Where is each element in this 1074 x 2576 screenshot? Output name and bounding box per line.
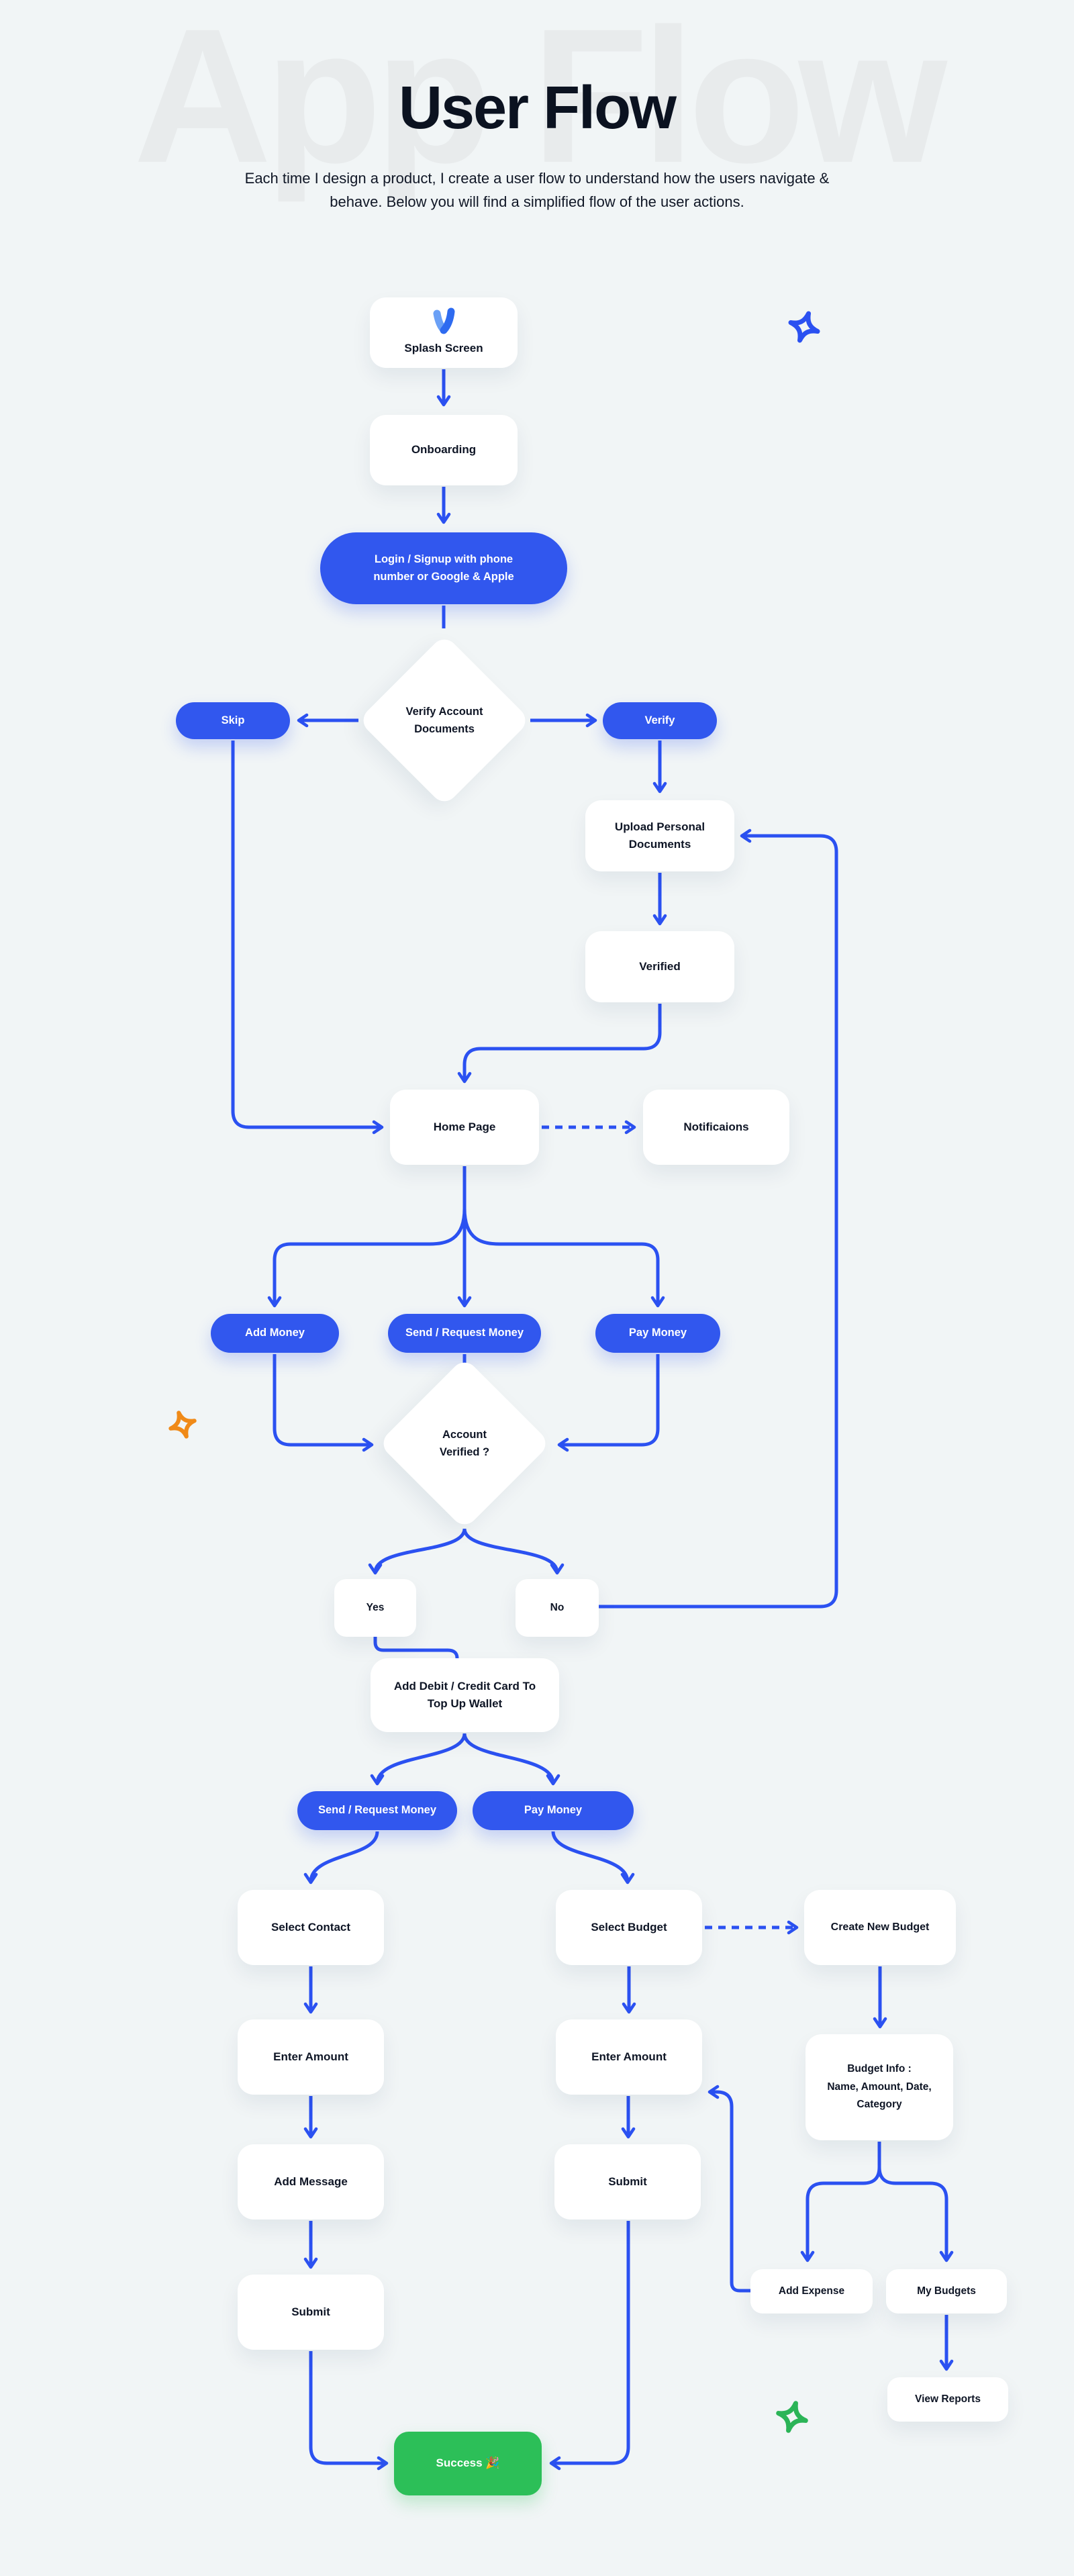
node-label: Account Verified ? — [439, 1428, 490, 1458]
node-submit-pay: Submit — [554, 2144, 701, 2220]
node-label: Submit — [608, 2175, 647, 2188]
node-label: Send / Request Money — [405, 1327, 524, 1339]
node-label: Add Debit / Credit Card To Top Up Wallet — [393, 1679, 536, 1710]
node-label: Create New Budget — [830, 1921, 930, 1933]
node-label: Add Money — [245, 1327, 305, 1339]
connector-no-upload-loop — [599, 828, 838, 1609]
node-label: Add Expense — [778, 2285, 845, 2297]
connector-paymoney2-selectbudget — [551, 1831, 635, 1885]
connector-addexpense-enteramount2-loop — [707, 2085, 750, 2293]
node-skip: Skip — [176, 702, 290, 739]
connector-accountverified-no — [462, 1528, 565, 1575]
node-label: Send / Request Money — [318, 1804, 437, 1817]
node-label: Pay Money — [628, 1327, 687, 1339]
connector-addcard-sendrequest2 — [370, 1733, 467, 1786]
node-onboarding: Onboarding — [370, 415, 518, 485]
node-budget-info: Budget Info : Name, Amount, Date, Catego… — [806, 2034, 953, 2140]
node-add-expense: Add Expense — [750, 2269, 873, 2313]
node-send-request-money: Send / Request Money — [388, 1314, 541, 1353]
node-view-reports: View Reports — [887, 2377, 1008, 2422]
node-select-contact: Select Contact — [238, 1890, 384, 1965]
node-label: Budget Info : Name, Amount, Date, Catego… — [827, 2063, 932, 2111]
node-add-money: Add Money — [211, 1314, 339, 1353]
node-label: Submit — [291, 2305, 330, 2318]
connector-budgetinfo-addexpense — [800, 2142, 881, 2262]
node-label: Select Budget — [591, 1920, 667, 1934]
node-add-message: Add Message — [238, 2144, 384, 2220]
node-home-page: Home Page — [390, 1090, 539, 1165]
node-add-debit-credit-card: Add Debit / Credit Card To Top Up Wallet — [371, 1658, 559, 1732]
node-label: Verify Account Documents — [405, 705, 483, 735]
node-verify-account-documents-decision: Verify Account Documents — [358, 634, 531, 807]
orange-sparkle-icon — [168, 1411, 197, 1439]
node-label: Home Page — [433, 1120, 496, 1133]
blue-sparkle-icon — [788, 311, 820, 343]
page-subtitle: Each time I design a product, I create a… — [244, 170, 830, 210]
node-verified: Verified — [585, 931, 734, 1002]
app-logo-icon — [433, 307, 455, 334]
node-label: My Budgets — [917, 2285, 976, 2297]
node-no: No — [516, 1579, 599, 1637]
connector-yes-addcard — [373, 1637, 459, 1659]
node-account-verified-decision: Account Verified ? — [378, 1357, 551, 1530]
green-sparkle-icon — [776, 2401, 808, 2433]
node-send-request-money-2: Send / Request Money — [297, 1791, 457, 1830]
node-label: View Reports — [915, 2393, 981, 2405]
connector-homepage-addmoney — [267, 1208, 467, 1308]
node-select-budget: Select Budget — [556, 1890, 702, 1965]
connector-homepage-paymoney — [462, 1208, 665, 1308]
node-label: Enter Amount — [273, 2050, 348, 2063]
node-splash-screen: Splash Screen — [370, 297, 518, 368]
node-enter-amount-send: Enter Amount — [238, 2019, 384, 2095]
node-pay-money-2: Pay Money — [473, 1791, 634, 1830]
node-label: Login / Signup with phone number or Goog… — [373, 553, 514, 583]
connector-accountverified-yes — [368, 1528, 467, 1575]
node-label: Splash Screen — [404, 342, 483, 355]
node-label: Select Contact — [271, 1920, 351, 1934]
node-yes: Yes — [334, 1579, 416, 1637]
node-success: Success 🎉 — [394, 2432, 542, 2495]
node-label: Skip — [221, 714, 245, 726]
connector-sendrequest2-selectcontact — [303, 1831, 379, 1885]
connector-budgetinfo-mybudgets — [877, 2166, 954, 2262]
node-label: Verified — [639, 959, 681, 973]
page-title: User Flow — [398, 75, 677, 142]
node-notifications: Notificaions — [643, 1090, 789, 1165]
node-label: Yes — [366, 1601, 385, 1613]
node-label: Verify — [644, 714, 675, 726]
connector-addcard-paymoney2 — [462, 1733, 560, 1786]
node-create-new-budget: Create New Budget — [804, 1890, 956, 1965]
node-verify: Verify — [603, 702, 717, 739]
node-pay-money: Pay Money — [595, 1314, 720, 1353]
node-login-signup: Login / Signup with phone number or Goog… — [320, 532, 567, 604]
connector-skip-homepage — [231, 741, 384, 1135]
node-my-budgets: My Budgets — [886, 2269, 1007, 2313]
connector-submitpay-success — [549, 2221, 630, 2471]
node-label: No — [550, 1601, 565, 1613]
ghost-background-title: App Flow — [133, 0, 947, 203]
node-label: Pay Money — [524, 1804, 583, 1817]
connector-verified-homepage — [457, 1004, 662, 1084]
node-label: Onboarding — [411, 443, 477, 457]
node-label: Success 🎉 — [436, 2456, 500, 2470]
node-submit-send: Submit — [238, 2275, 384, 2350]
node-upload-personal-documents: Upload Personal Documents — [585, 800, 734, 871]
connector-addmoney-accountverified — [273, 1354, 374, 1452]
node-label: Upload Personal Documents — [614, 820, 705, 851]
connector-paymoney-accountverified — [557, 1354, 660, 1452]
node-label: Notificaions — [683, 1120, 749, 1133]
connector-submitsend-success — [309, 2351, 389, 2471]
node-enter-amount-pay: Enter Amount — [556, 2019, 702, 2095]
node-label: Enter Amount — [591, 2050, 667, 2063]
node-label: Add Message — [274, 2175, 348, 2188]
